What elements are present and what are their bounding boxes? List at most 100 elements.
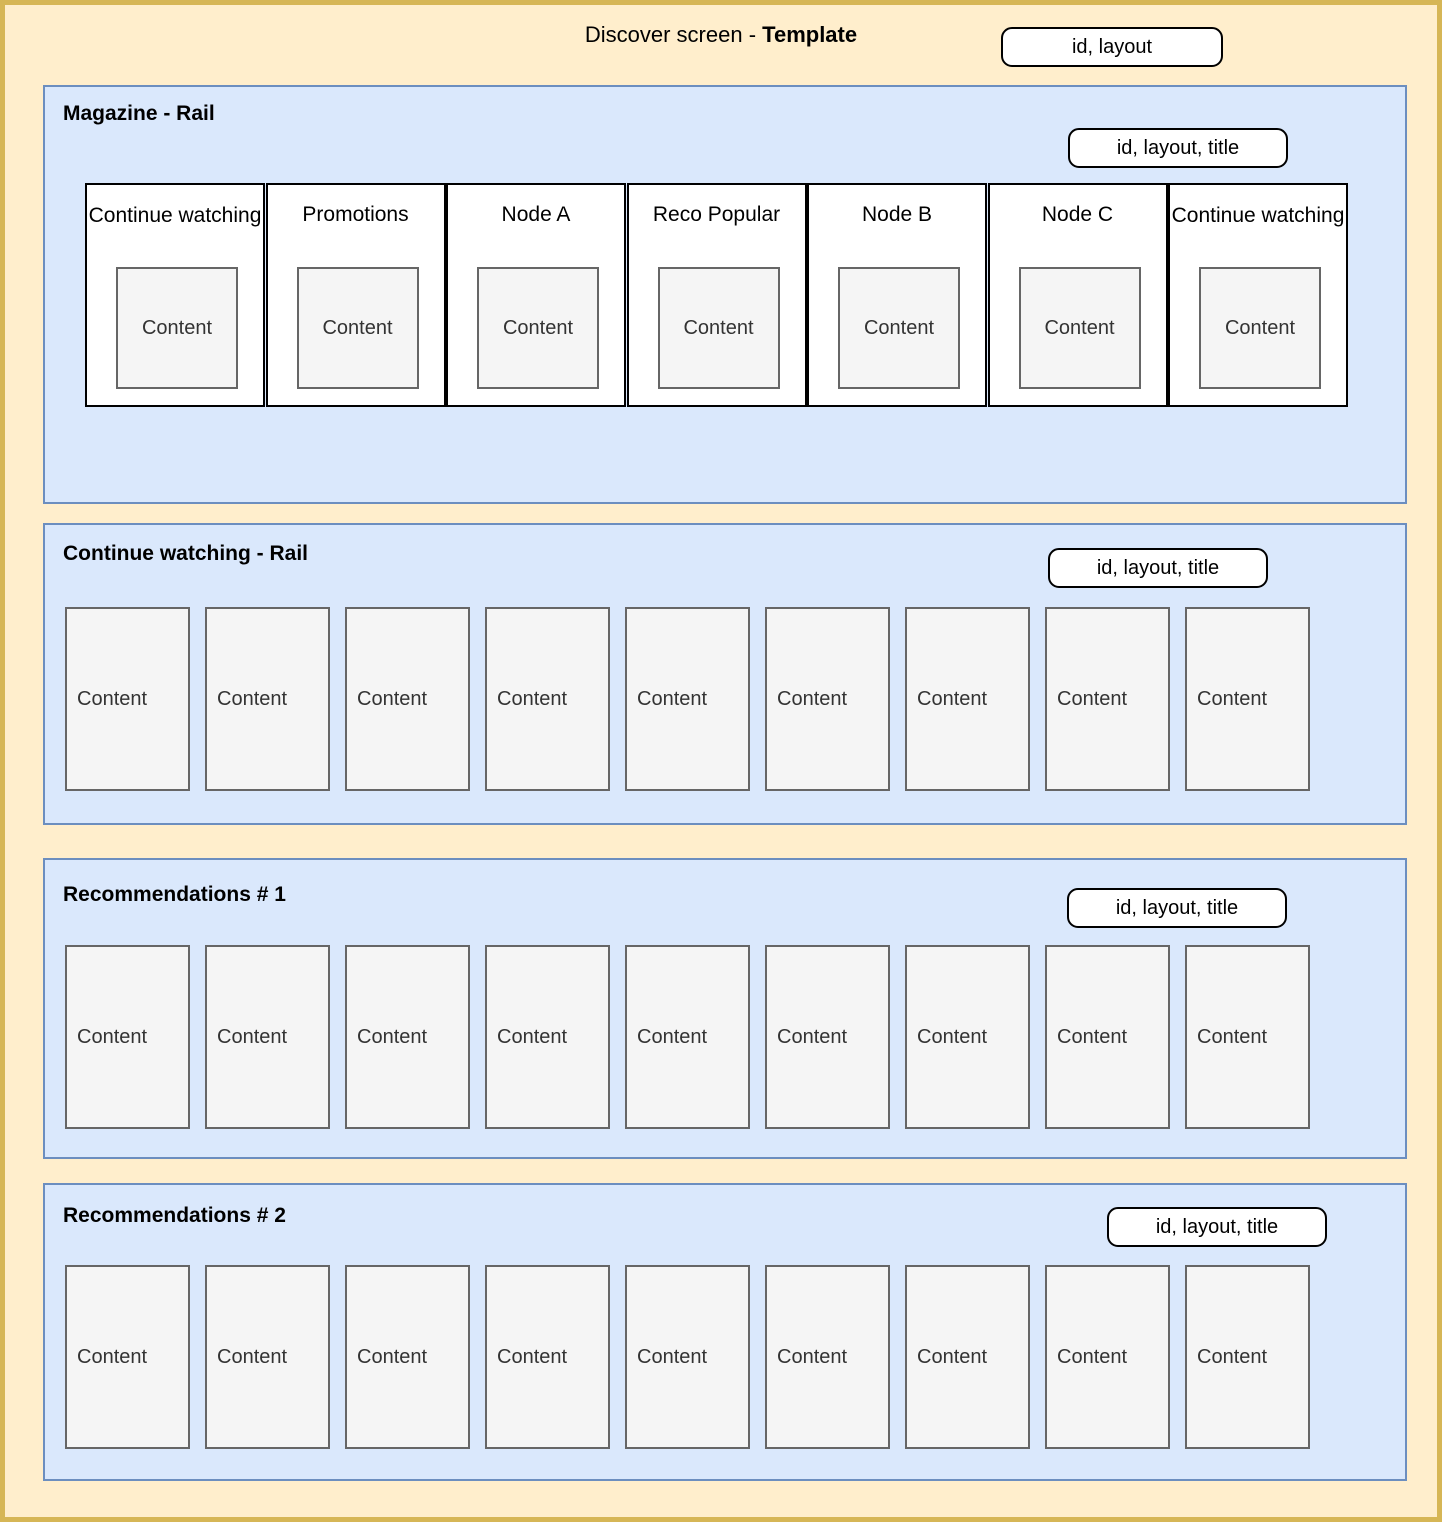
rail-content-tile[interactable]: Content <box>485 1265 610 1449</box>
rail-content-tile[interactable]: Content <box>625 607 750 791</box>
recommendations-1-tile-row: Content Content Content Content Content Conte… <box>65 945 1310 1129</box>
section-attributes-badge-continue-watching[interactable]: id, layout, title <box>1048 548 1268 588</box>
rail-content-tile[interactable]: Content <box>765 1265 890 1449</box>
magazine-card-content-box[interactable]: Content <box>838 267 960 389</box>
rail-content-tile[interactable]: Content <box>1045 607 1170 791</box>
content-label: Content <box>357 1025 428 1048</box>
content-label: Content <box>917 1345 988 1368</box>
magazine-card[interactable]: Node C Content <box>987 183 1168 407</box>
section-title-recommendations-1: Recommendations # 1 <box>63 883 286 906</box>
magazine-card-content-box[interactable]: Content <box>477 267 599 389</box>
rail-content-tile[interactable]: Content <box>65 945 190 1129</box>
content-label: Content <box>1197 687 1268 710</box>
magazine-card-title: Node B <box>861 203 933 226</box>
page-title-strong: Template <box>762 22 858 47</box>
rail-content-tile[interactable]: Content <box>205 945 330 1129</box>
section-recommendations-1: Recommendations # 1 id, layout, title Co… <box>43 858 1407 1159</box>
content-label: Content <box>502 316 574 339</box>
rail-content-tile[interactable]: Content <box>65 1265 190 1449</box>
magazine-card-content-box[interactable]: Content <box>657 267 780 389</box>
content-label: Content <box>1197 1025 1268 1048</box>
rail-content-tile[interactable]: Content <box>345 607 470 791</box>
rail-content-tile[interactable]: Content <box>905 1265 1030 1449</box>
content-label: Content <box>683 316 754 339</box>
recommendations-2-tile-row: Content Content Content Content Content Conte… <box>65 1265 1310 1449</box>
content-label: Content <box>497 687 568 710</box>
content-label: Content <box>217 1025 288 1048</box>
section-magazine-rail: Magazine - Rail id, layout, title Contin… <box>43 85 1407 504</box>
rail-content-tile[interactable]: Content <box>1185 607 1310 791</box>
rail-content-tile[interactable]: Content <box>205 1265 330 1449</box>
magazine-card-title: Continue watching <box>1171 204 1345 227</box>
content-label: Content <box>1224 316 1296 339</box>
content-label: Content <box>917 1025 988 1048</box>
section-recommendations-2: Recommendations # 2 id, layout, title Co… <box>43 1183 1407 1481</box>
page-title: Discover screen - Template <box>5 21 1437 49</box>
rail-content-tile[interactable]: Content <box>65 607 190 791</box>
rail-content-tile[interactable]: Content <box>625 945 750 1129</box>
rail-content-tile[interactable]: Content <box>905 607 1030 791</box>
content-label: Content <box>637 687 708 710</box>
rail-content-tile[interactable]: Content <box>485 607 610 791</box>
content-label: Content <box>322 316 393 339</box>
section-title-magazine: Magazine - Rail <box>63 102 215 125</box>
rail-content-tile[interactable]: Content <box>765 607 890 791</box>
section-title-continue-watching: Continue watching - Rail <box>63 542 308 565</box>
section-continue-watching-rail: Continue watching - Rail id, layout, tit… <box>43 523 1407 825</box>
content-label: Content <box>777 1025 848 1048</box>
rail-content-tile[interactable]: Content <box>345 1265 470 1449</box>
content-label: Content <box>357 687 428 710</box>
section-attributes-badge-magazine[interactable]: id, layout, title <box>1068 128 1288 168</box>
content-label: Content <box>497 1025 568 1048</box>
rail-content-tile[interactable]: Content <box>1045 1265 1170 1449</box>
rail-content-tile[interactable]: Content <box>205 607 330 791</box>
section-attributes-badge-recommendations-2[interactable]: id, layout, title <box>1107 1207 1327 1247</box>
rail-content-tile[interactable]: Content <box>345 945 470 1129</box>
rail-content-tile[interactable]: Content <box>625 1265 750 1449</box>
content-label: Content <box>1057 1025 1128 1048</box>
content-label: Content <box>637 1025 708 1048</box>
content-label: Content <box>217 687 288 710</box>
content-label: Content <box>777 1345 848 1368</box>
magazine-card-title: Continue watching <box>88 204 262 227</box>
content-label: Content <box>497 1345 568 1368</box>
magazine-card-content-box[interactable]: Content <box>116 267 238 389</box>
rail-content-tile[interactable]: Content <box>1185 1265 1310 1449</box>
content-label: Content <box>77 1345 148 1368</box>
page-header: Discover screen - Template id, layout <box>5 15 1437 70</box>
page-title-prefix: Discover screen - <box>584 22 763 47</box>
content-label: Content <box>141 316 213 339</box>
rail-content-tile[interactable]: Content <box>1045 945 1170 1129</box>
magazine-card[interactable]: Node A Content <box>446 183 626 407</box>
rail-content-tile[interactable]: Content <box>905 945 1030 1129</box>
magazine-card-content-box[interactable]: Content <box>296 267 419 389</box>
magazine-card-content-box[interactable]: Content <box>1199 267 1321 389</box>
rail-content-tile[interactable]: Content <box>485 945 610 1129</box>
rail-content-tile[interactable]: Content <box>1185 945 1310 1129</box>
content-label: Content <box>77 1025 148 1048</box>
content-label: Content <box>1057 687 1128 710</box>
continue-watching-tile-row: Content Content Content Content Content Conte… <box>65 607 1310 791</box>
content-label: Content <box>777 687 848 710</box>
content-label: Content <box>77 687 148 710</box>
content-label: Content <box>637 1345 708 1368</box>
content-label: Content <box>1197 1345 1268 1368</box>
content-label: Content <box>863 316 935 339</box>
magazine-card-title: Promotions <box>302 203 409 226</box>
magazine-card-title: Node A <box>501 203 571 226</box>
section-attributes-badge-recommendations-1[interactable]: id, layout, title <box>1067 888 1287 928</box>
content-label: Content <box>357 1345 428 1368</box>
magazine-card-title: Node C <box>1041 203 1114 226</box>
content-label: Content <box>917 687 988 710</box>
magazine-card[interactable]: Node B Content <box>807 183 987 407</box>
magazine-card-content-box[interactable]: Content <box>1018 267 1141 389</box>
header-attributes-badge[interactable]: id, layout <box>1001 27 1223 67</box>
rail-content-tile[interactable]: Content <box>765 945 890 1129</box>
magazine-card-title: Reco Popular <box>652 203 781 226</box>
